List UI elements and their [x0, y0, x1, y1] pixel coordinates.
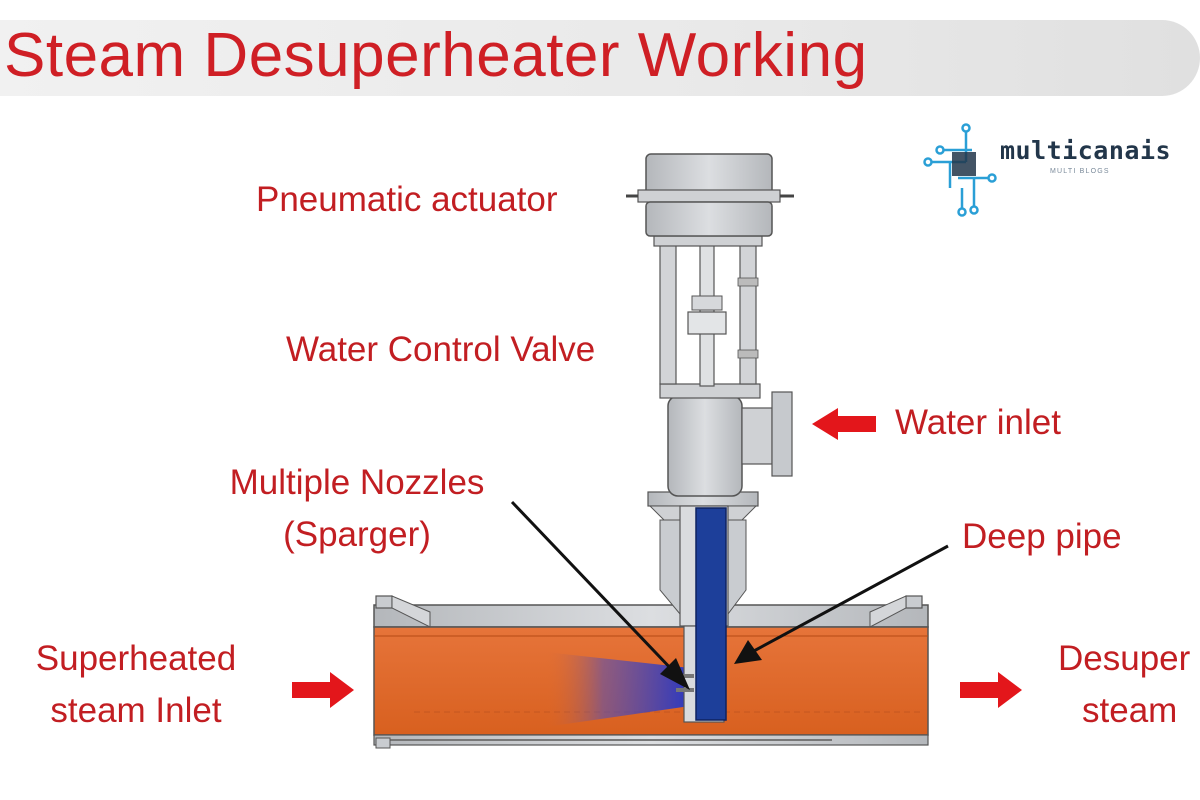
nozzles-pointer-line	[510, 500, 678, 676]
water-control-valve-body	[659, 383, 793, 497]
steam-outlet-arrow	[960, 672, 1022, 708]
label-steam-inlet: steam Inlet	[50, 691, 222, 730]
label-multiple-nozzles: Multiple Nozzles	[229, 463, 485, 502]
logo-name: multicanais	[1000, 136, 1172, 165]
water-inlet-arrow	[812, 408, 876, 440]
label-pneumatic-actuator: Pneumatic actuator	[256, 180, 558, 219]
deep-pipe-assembly	[647, 491, 759, 723]
steam-spray	[545, 652, 690, 727]
label-water-control-valve: Water Control Valve	[286, 330, 596, 369]
circuit-icon	[923, 123, 997, 217]
multicanais-logo: multicanais MULTI BLOGS	[922, 122, 1192, 222]
page-title: Steam Desuperheater Working	[4, 21, 868, 90]
label-superheated: Superheated	[35, 639, 237, 678]
deep-pipe-pointer-line	[751, 544, 949, 654]
logo-tagline: MULTI BLOGS	[1050, 168, 1110, 175]
label-deep-pipe: Deep pipe	[962, 517, 1122, 556]
label-sparger: (Sparger)	[283, 515, 431, 554]
pneumatic-actuator	[626, 153, 794, 237]
label-desuper: Desuper	[1058, 639, 1191, 678]
nozzles-pointer-head	[660, 658, 690, 690]
label-desuper-steam: steam	[1082, 691, 1178, 730]
valve-yoke	[653, 235, 763, 387]
steam-inlet-arrow	[292, 672, 354, 708]
title-banner	[0, 20, 1200, 96]
deep-pipe-pointer-head	[734, 640, 762, 664]
label-water-inlet: Water inlet	[895, 403, 1061, 442]
